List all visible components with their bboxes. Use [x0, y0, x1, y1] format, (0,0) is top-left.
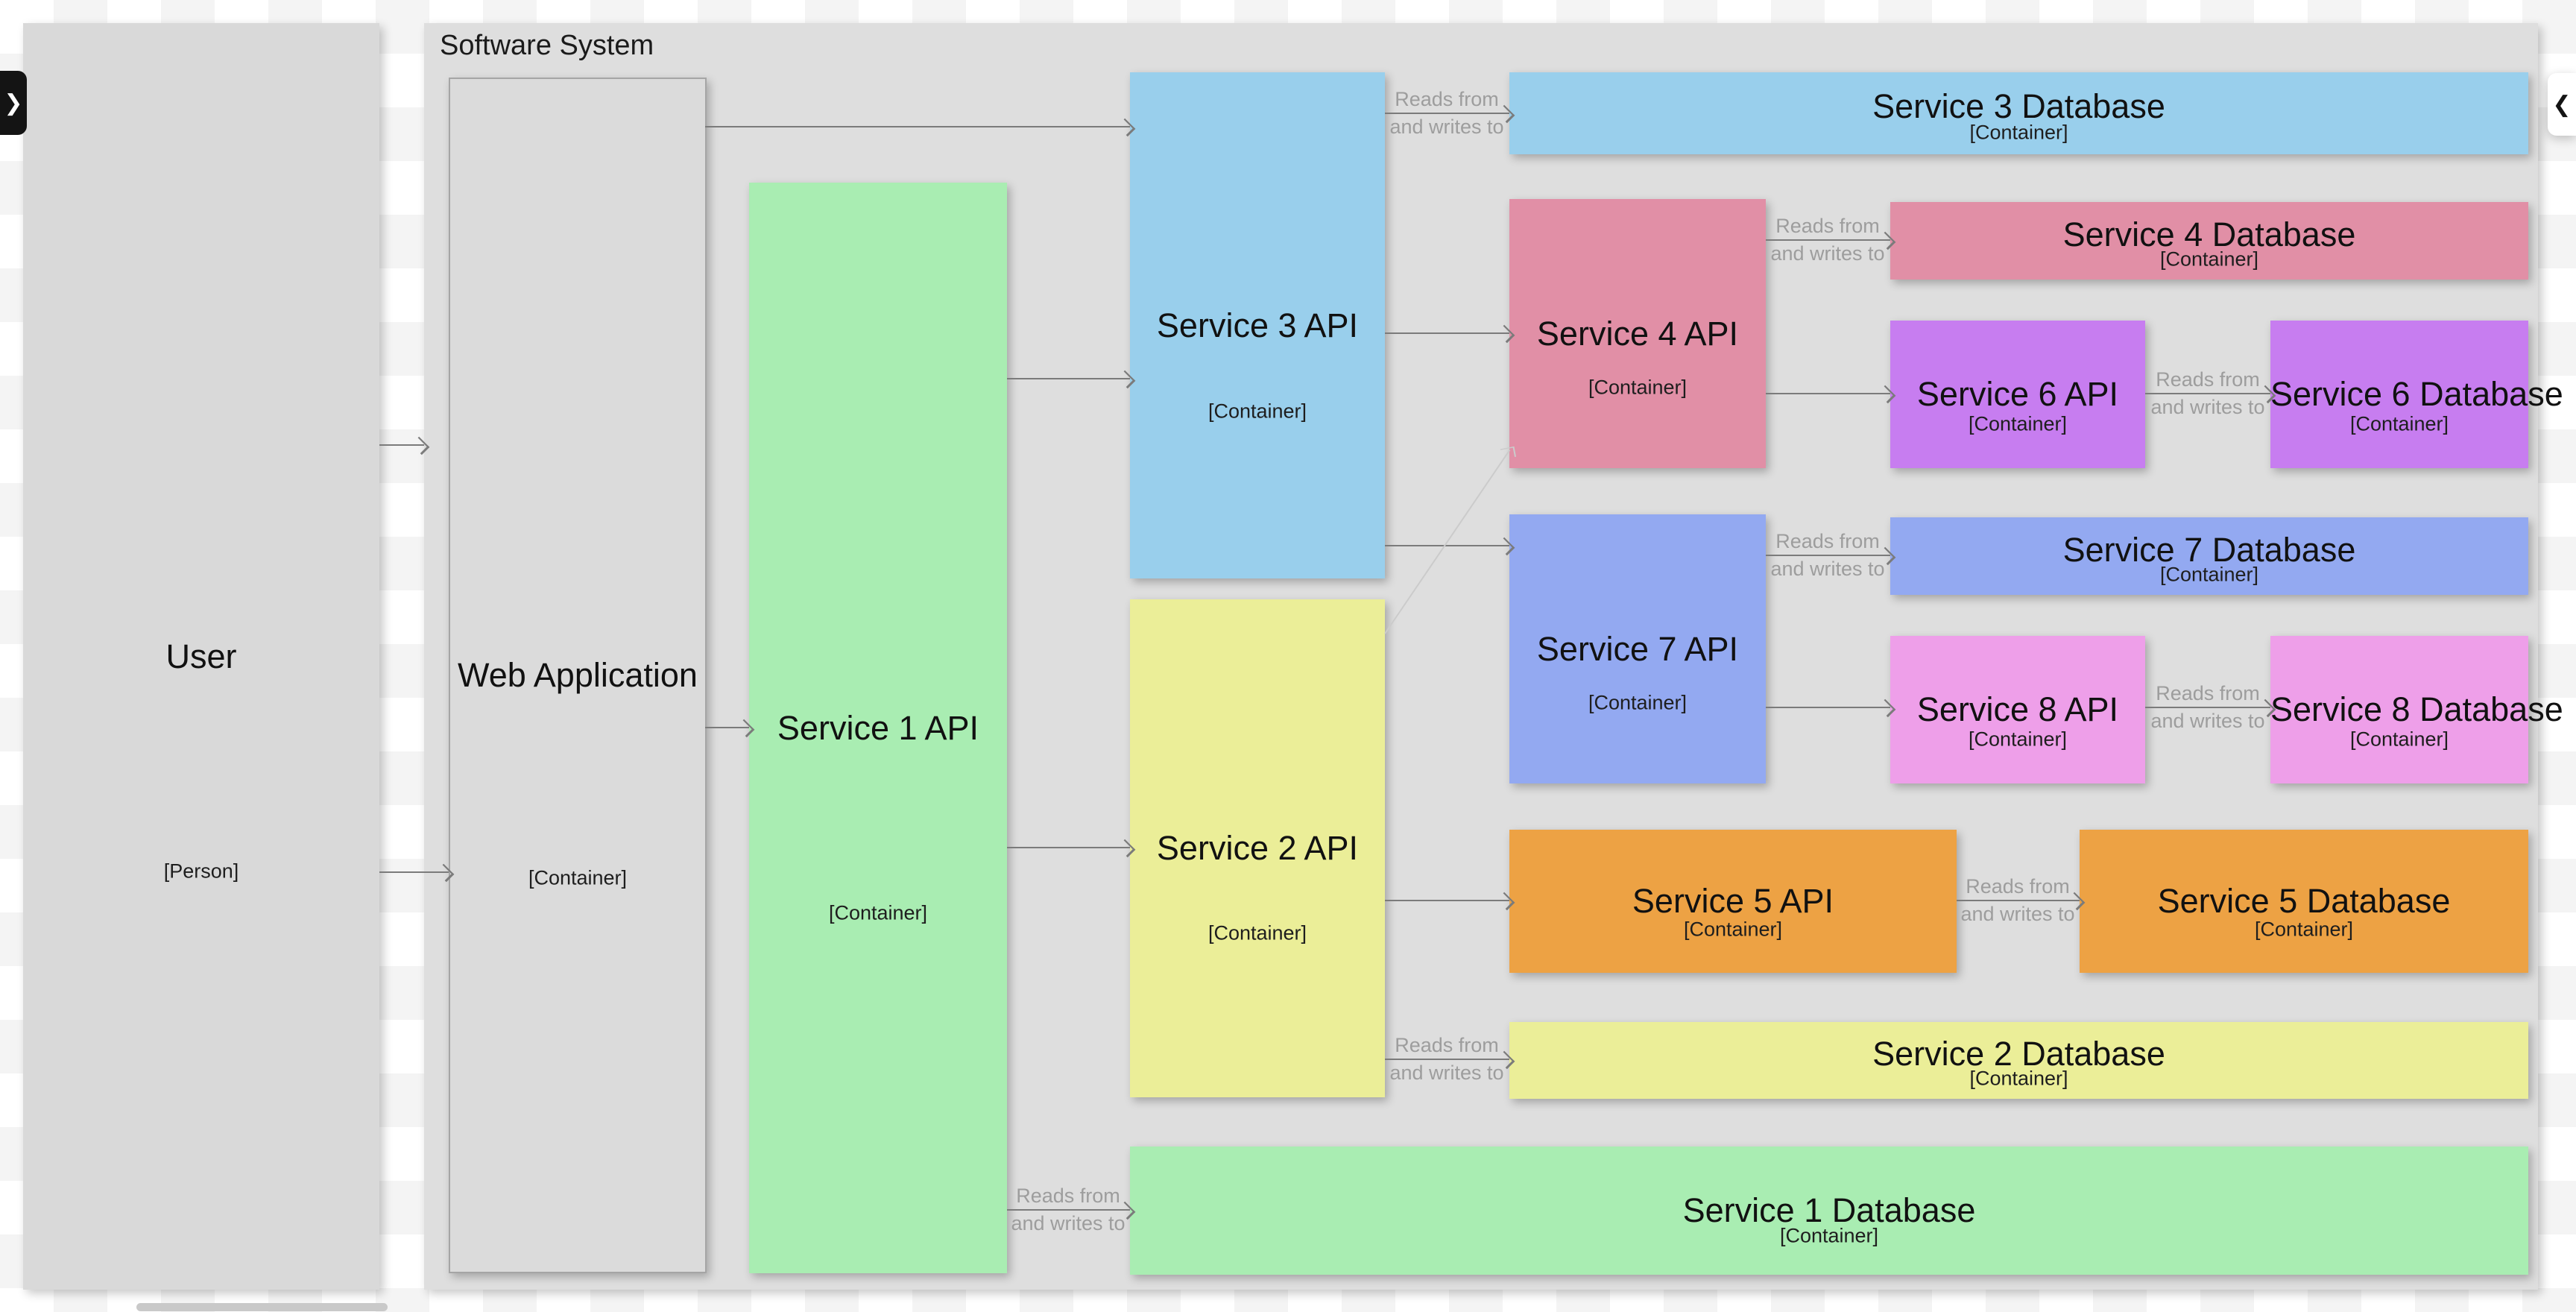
node-type-tag: [Container] — [1969, 121, 2068, 144]
edge-service-3-api-to-service-4-api[interactable] — [1385, 324, 1515, 344]
chevron-left-icon: ❮ — [2552, 92, 2572, 117]
edge-service-6-api-to-service-6-database[interactable] — [2145, 385, 2276, 404]
node-title: Service 3 Database — [1872, 87, 2165, 126]
left-panel-toggle-button[interactable]: ❯ — [0, 71, 27, 135]
node-web-application[interactable]: Web Application [Container] — [449, 78, 707, 1273]
edge-label-reads-writes: Reads from and writes to — [1011, 1185, 1126, 1234]
node-service-7-database[interactable]: Service 7 Database [Container] — [1890, 517, 2528, 595]
node-title: Web Application — [458, 656, 698, 694]
node-type-tag: [Container] — [828, 901, 928, 924]
chevron-right-icon: ❯ — [4, 90, 23, 116]
node-title: Service 5 Database — [2157, 882, 2451, 920]
node-type-tag: [Container] — [2349, 412, 2449, 435]
node-title: Service 2 API — [1156, 829, 1359, 867]
edge-label-reads-writes: Reads from and writes to — [2150, 368, 2265, 418]
node-title: Service 4 Database — [2062, 215, 2356, 253]
node-title: Service 8 Database — [2270, 690, 2563, 728]
edge-label-reads-writes: Reads from and writes to — [1389, 1034, 1504, 1084]
node-service-8-api[interactable]: Service 8 API [Container] — [1890, 636, 2145, 783]
node-title: Service 7 Database — [2062, 530, 2356, 569]
node-service-4-api[interactable]: Service 4 API [Container] — [1509, 199, 1766, 468]
edge-user-to-software-system[interactable] — [379, 436, 430, 455]
edge-service-1-api-to-service-1-database[interactable] — [1007, 1201, 1136, 1220]
node-type-tag: [Container] — [1588, 691, 1688, 714]
edge-label-reads-writes: Reads from and writes to — [1770, 215, 1885, 265]
node-type-tag: [Container] — [1208, 400, 1307, 423]
node-service-5-api[interactable]: Service 5 API [Container] — [1509, 830, 1957, 973]
edge-service-5-api-to-service-5-database[interactable] — [1957, 892, 2086, 911]
node-service-7-api[interactable]: Service 7 API [Container] — [1509, 514, 1766, 783]
node-type-tag: [Container] — [2254, 918, 2354, 941]
edge-service-1-api-to-service-2-api[interactable] — [1007, 839, 1136, 858]
edge-service-4-api-to-service-6-api[interactable] — [1766, 385, 1896, 404]
node-title: Service 7 API — [1536, 629, 1739, 668]
node-service-4-database[interactable]: Service 4 Database [Container] — [1890, 202, 2528, 280]
node-service-2-api[interactable]: Service 2 API [Container] — [1130, 599, 1385, 1097]
edge-label-reads-writes: Reads from and writes to — [2150, 682, 2265, 732]
node-title: User — [165, 637, 237, 675]
node-service-6-database[interactable]: Service 6 Database [Container] — [2270, 321, 2563, 468]
edge-service-7-api-to-service-7-database[interactable] — [1766, 546, 1896, 566]
edge-web-application-to-service-3-api[interactable] — [705, 118, 1136, 137]
node-type-tag: [Container] — [2349, 728, 2449, 751]
edge-service-2-api-to-service-5-api[interactable] — [1385, 892, 1515, 911]
boundary-label: Software System — [440, 30, 654, 61]
node-service-3-database[interactable]: Service 3 Database [Container] — [1509, 72, 2528, 154]
node-title: Service 2 Database — [1872, 1035, 2165, 1073]
node-service-6-api[interactable]: Service 6 API [Container] — [1890, 321, 2145, 468]
node-type-tag: [Container] — [1588, 376, 1688, 399]
node-type-tag: [Container] — [1968, 728, 2068, 751]
horizontal-scrollbar-thumb[interactable] — [136, 1303, 388, 1311]
node-user[interactable]: User [Person] — [23, 23, 379, 1290]
edge-user-to-web-application[interactable] — [379, 863, 455, 883]
node-title: Service 8 API — [1916, 690, 2119, 728]
node-type-tag: [Container] — [1968, 412, 2068, 435]
node-service-1-database[interactable]: Service 1 Database [Container] — [1130, 1147, 2528, 1275]
node-service-2-database[interactable]: Service 2 Database [Container] — [1509, 1022, 2528, 1099]
node-type-tag: [Container] — [1683, 918, 1783, 941]
edge-service-4-api-to-service-4-database[interactable] — [1766, 231, 1896, 250]
node-type-tag: [Container] — [2159, 247, 2259, 271]
node-title: Service 4 API — [1536, 314, 1739, 353]
node-type-tag: [Person] — [163, 860, 239, 883]
edge-service-7-api-to-service-8-api[interactable] — [1766, 698, 1896, 718]
node-title: Service 1 Database — [1682, 1191, 1976, 1229]
node-type-tag: [Container] — [2159, 563, 2259, 586]
edge-service-8-api-to-service-8-database[interactable] — [2145, 698, 2276, 718]
node-title: Service 3 API — [1156, 306, 1359, 344]
edge-web-application-to-service-1-api[interactable] — [705, 719, 755, 738]
edge-service-2-api-to-service-2-database[interactable] — [1385, 1050, 1515, 1070]
edge-service-1-api-to-service-3-api[interactable] — [1007, 370, 1136, 389]
node-type-tag: [Container] — [528, 866, 628, 889]
edge-service-3-api-to-service-3-database[interactable] — [1385, 104, 1515, 124]
edge-service-3-api-to-service-7-api[interactable] — [1385, 537, 1515, 556]
edge-label-reads-writes: Reads from and writes to — [1770, 530, 1885, 580]
node-type-tag: [Container] — [1208, 921, 1307, 944]
edge-label-reads-writes: Reads from and writes to — [1389, 88, 1504, 138]
node-title: Service 1 API — [777, 708, 979, 747]
node-service-8-database[interactable]: Service 8 Database [Container] — [2270, 636, 2563, 783]
node-service-5-database[interactable]: Service 5 Database [Container] — [2080, 830, 2528, 973]
node-type-tag: [Container] — [1969, 1067, 2068, 1090]
node-type-tag: [Container] — [1779, 1224, 1879, 1247]
right-panel-toggle-button[interactable]: ❮ — [2548, 73, 2576, 136]
node-title: Service 6 Database — [2270, 375, 2563, 413]
edge-label-reads-writes: Reads from and writes to — [1960, 875, 2075, 925]
node-title: Service 5 API — [1632, 882, 1834, 920]
node-title: Service 6 API — [1916, 375, 2119, 413]
node-service-3-api[interactable]: Service 3 API [Container] — [1130, 72, 1385, 578]
node-service-1-api[interactable]: Service 1 API [Container] — [749, 183, 1007, 1273]
